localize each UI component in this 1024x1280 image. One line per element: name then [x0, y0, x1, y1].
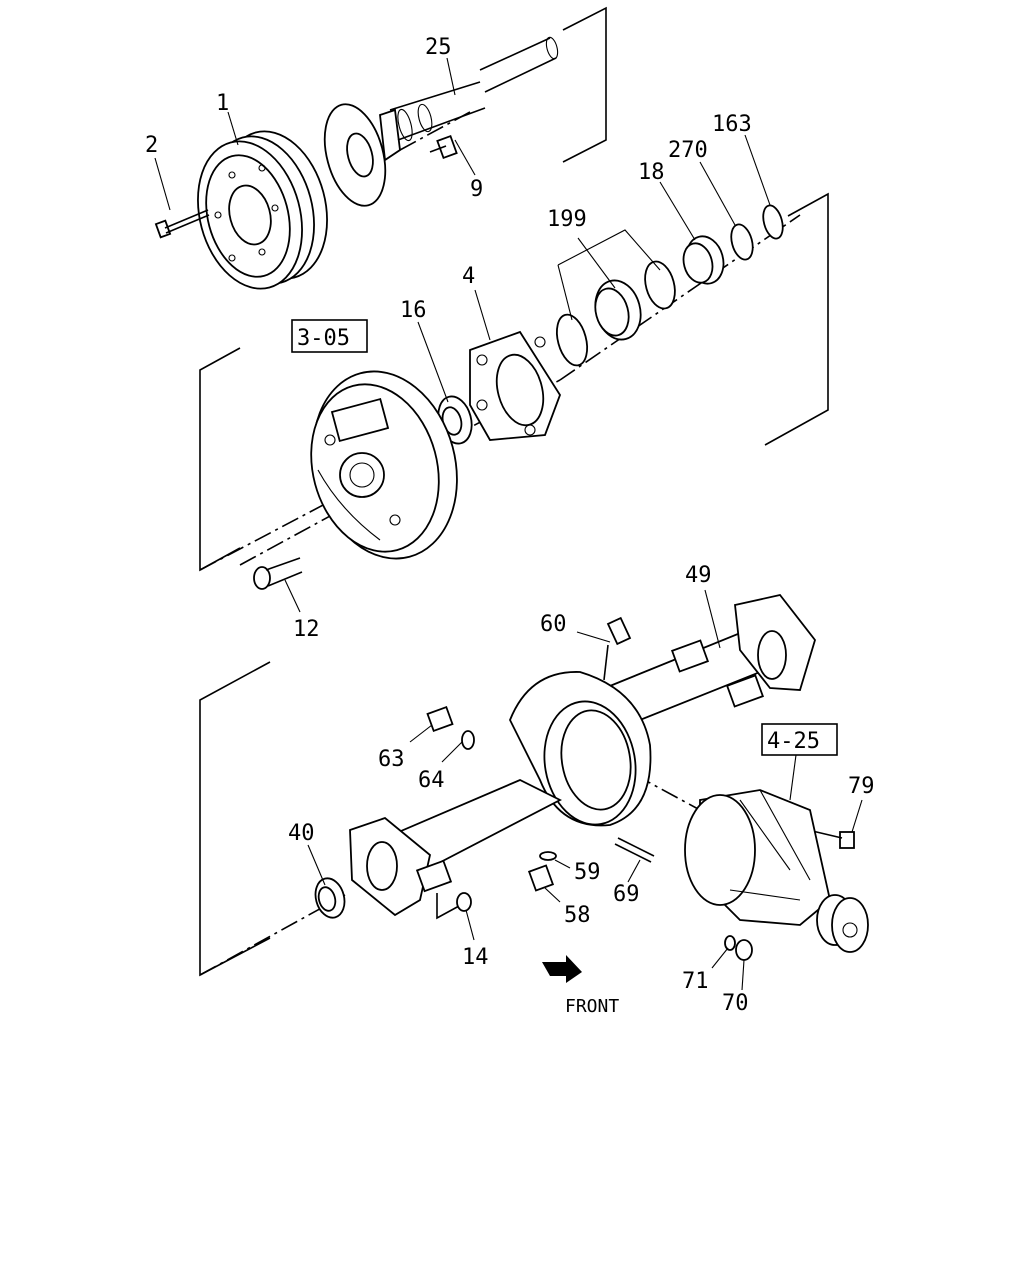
label-part-70: 70	[722, 991, 749, 1016]
label-part-199: 199	[547, 207, 587, 232]
reference-brake-label: 3-05	[297, 326, 350, 351]
label-part-71: 71	[682, 969, 709, 994]
reference-box-brake: 3-05	[291, 319, 368, 353]
label-part-4: 4	[462, 264, 475, 289]
label-part-270: 270	[668, 138, 708, 163]
label-part-2: 2	[145, 133, 158, 158]
label-part-163: 163	[712, 112, 752, 137]
brake-backing-plate-part	[310, 370, 458, 560]
part-labels: 1 2 25 9 163 270 18 199 4 16 12 49 60 63…	[145, 35, 875, 1016]
differential-carrier-part	[684, 789, 869, 953]
label-part-14: 14	[462, 945, 489, 970]
label-part-9: 9	[470, 177, 483, 202]
label-part-25: 25	[425, 35, 452, 60]
axle-housing-part	[349, 593, 816, 917]
label-part-64: 64	[418, 768, 445, 793]
axle-shaft-part	[323, 36, 559, 207]
reference-box-differential: 4-25	[761, 723, 838, 756]
leader-lines	[154, 57, 863, 991]
bearing-retainer-part	[469, 330, 562, 441]
label-part-59: 59	[574, 860, 601, 885]
label-part-1: 1	[216, 91, 229, 116]
label-part-18: 18	[638, 160, 665, 185]
label-part-69: 69	[613, 882, 640, 907]
label-part-58: 58	[564, 903, 591, 928]
hardware-parts	[314, 616, 855, 961]
front-arrow-icon	[542, 955, 582, 983]
bolt-part-12	[253, 557, 303, 590]
label-part-63: 63	[378, 747, 405, 772]
front-direction-label: FRONT	[565, 996, 619, 1017]
reference-differential-label: 4-25	[767, 729, 820, 754]
label-part-16: 16	[400, 298, 427, 323]
label-part-79: 79	[848, 774, 875, 799]
bolt-part-2	[154, 209, 210, 239]
label-part-49: 49	[685, 563, 712, 588]
bearing-stack-part	[555, 204, 784, 367]
label-part-60: 60	[540, 612, 567, 637]
label-part-40: 40	[288, 821, 315, 846]
label-part-12: 12	[293, 617, 320, 642]
brake-drum-part	[197, 130, 328, 290]
